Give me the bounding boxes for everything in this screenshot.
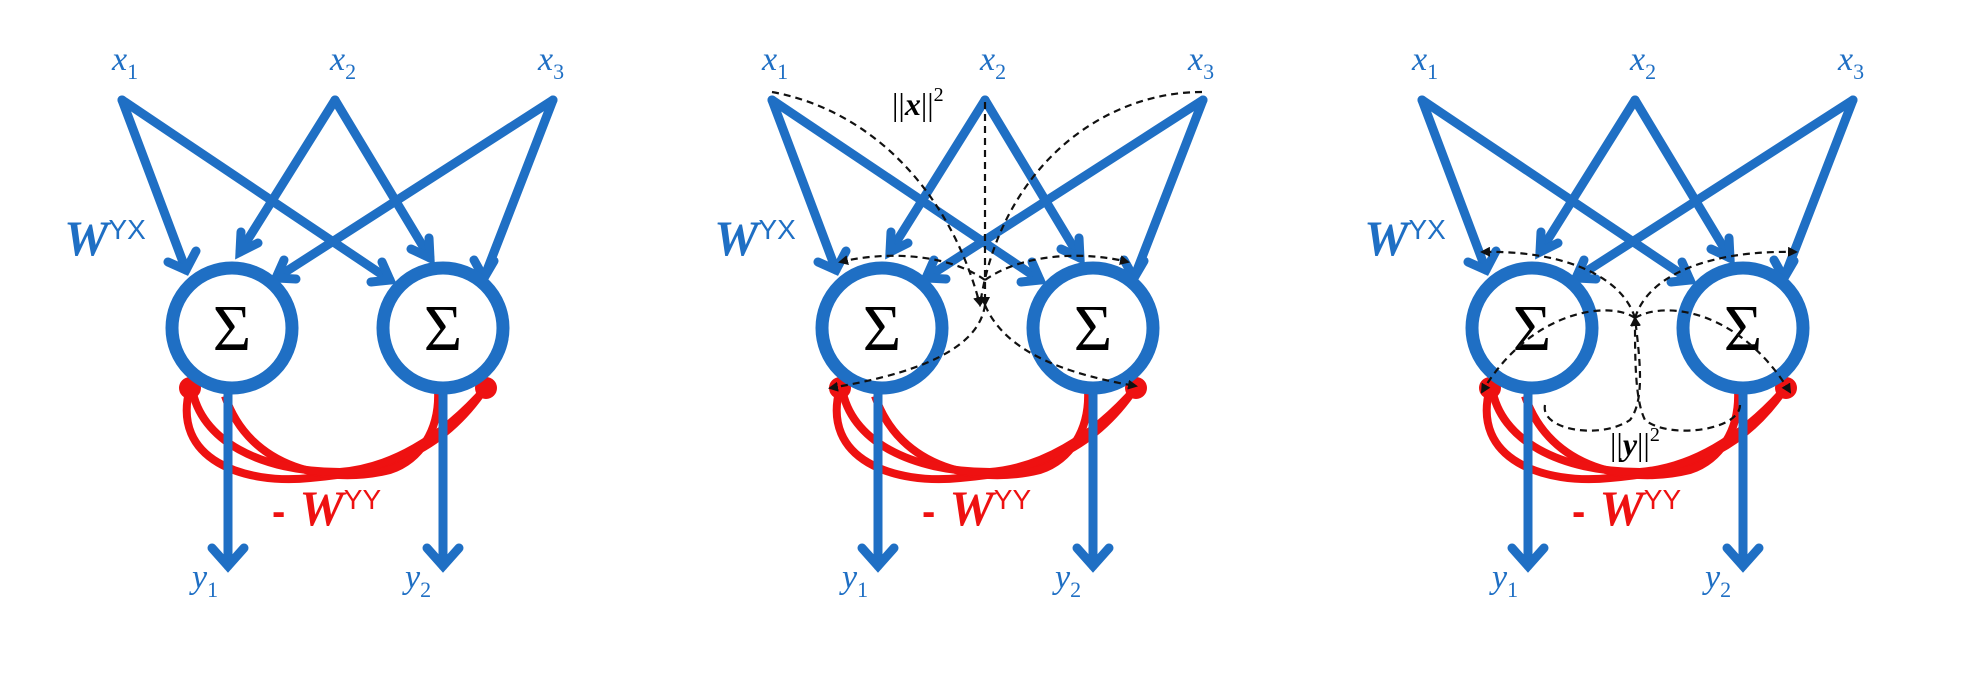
- output-y2-label: y2: [1702, 559, 1731, 602]
- input-x1-label: x1: [1411, 41, 1438, 84]
- output-y2-label: y2: [402, 559, 431, 602]
- output-y1-label: y1: [1489, 559, 1518, 602]
- feedforward-connections: [1417, 95, 1858, 288]
- feedforward-connections: [117, 95, 558, 288]
- summation-node-1: [1465, 261, 1599, 395]
- sigma-symbol: Σ: [1513, 292, 1551, 365]
- panel-3: x1 x2 x3: [1364, 41, 1864, 602]
- summation-node-2: [1026, 261, 1160, 395]
- output-y2-label: y2: [1052, 559, 1081, 602]
- feedforward-weight-label: WYX: [1364, 210, 1446, 266]
- lateral-weight-label: -WYY: [922, 480, 1031, 536]
- lateral-weight-label: -WYY: [272, 480, 381, 536]
- summation-node-1: [165, 261, 299, 395]
- feedforward-weight-label: WYX: [64, 210, 146, 266]
- feedforward-connections: [767, 95, 1208, 288]
- feedforward-weight-label: WYX: [714, 210, 796, 266]
- output-y1-label: y1: [839, 559, 868, 602]
- input-x3-label: x3: [537, 41, 564, 84]
- output-connections: [857, 387, 1114, 573]
- output-norm-signal-flow: [1480, 246, 1798, 432]
- input-norm-signal-flow: [771, 90, 1203, 392]
- input-x1-label: x1: [761, 41, 788, 84]
- input-x2-label: x2: [979, 41, 1006, 84]
- input-x2-label: x2: [329, 41, 356, 84]
- input-x3-label: x3: [1187, 41, 1214, 84]
- summation-node-1: [815, 261, 949, 395]
- input-x2-label: x2: [1629, 41, 1656, 84]
- input-norm-label: ||x||2: [892, 84, 944, 122]
- output-norm-label: ||y||2: [1610, 424, 1660, 462]
- input-x1-label: x1: [111, 41, 138, 84]
- sigma-symbol: Σ: [424, 292, 462, 365]
- sigma-symbol: Σ: [1074, 292, 1112, 365]
- lateral-weight-label: -WYY: [1572, 480, 1681, 536]
- output-connections: [1507, 387, 1764, 573]
- summation-node-2: [1676, 261, 1810, 395]
- output-connections: [207, 387, 464, 573]
- panel-1: x1 x2 x3: [64, 41, 564, 602]
- output-y1-label: y1: [189, 559, 218, 602]
- summation-node-2: [376, 261, 510, 395]
- panel-2: x1 x2 x3: [714, 41, 1214, 602]
- sigma-symbol: Σ: [863, 292, 901, 365]
- sigma-symbol: Σ: [213, 292, 251, 365]
- input-x3-label: x3: [1837, 41, 1864, 84]
